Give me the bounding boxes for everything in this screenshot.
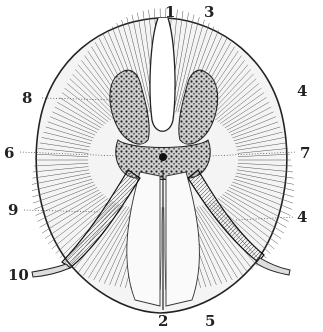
label-10: 10	[8, 266, 29, 284]
label-8: 8	[22, 89, 32, 107]
label-7: 7	[300, 144, 310, 162]
label-1: 1	[165, 3, 175, 21]
label-5: 5	[205, 312, 215, 330]
left-posterior-root	[32, 264, 70, 277]
label-9: 9	[8, 201, 18, 219]
label-4-upper: 4	[297, 82, 307, 100]
label-3: 3	[204, 3, 214, 21]
median-fissure	[150, 18, 175, 131]
label-2: 2	[158, 312, 168, 330]
central-canal	[159, 153, 167, 161]
label-4-lower: 4	[297, 208, 307, 226]
right-posterior-root	[256, 258, 290, 275]
label-6: 6	[4, 144, 14, 162]
